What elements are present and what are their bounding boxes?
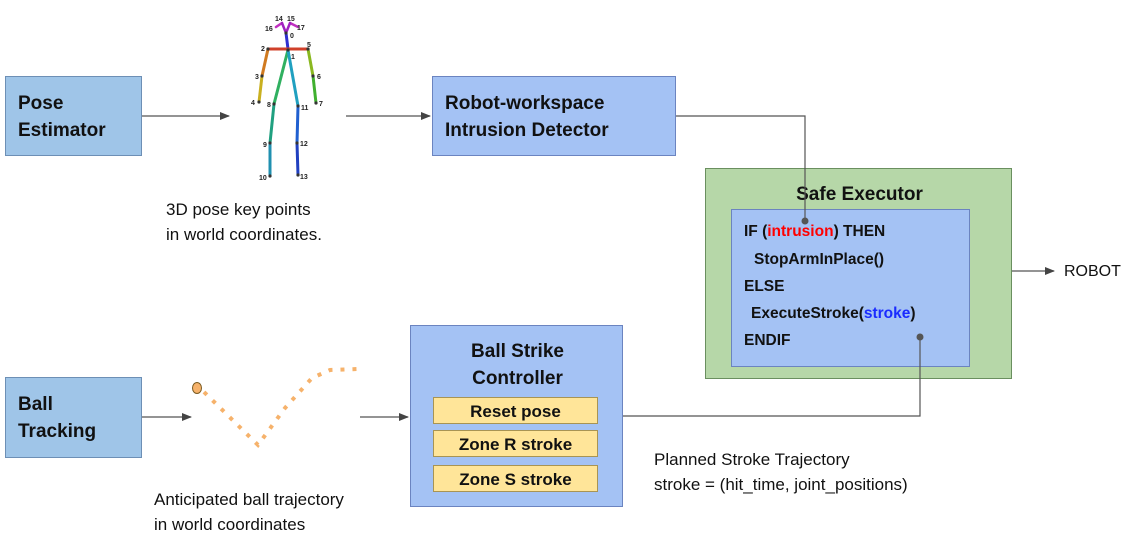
intrusion-detector-box: Robot-workspace Intrusion Detector bbox=[432, 76, 676, 156]
safe-executor-code-box: IF (intrusion) THEN StopArmInPlace() ELS… bbox=[731, 209, 970, 367]
pose-caption: 3D pose key points in world coordinates. bbox=[166, 197, 322, 247]
ball-strike-controller-box: Ball Strike Controller Reset pose Zone R… bbox=[410, 325, 623, 507]
reset-pose-item: Reset pose bbox=[433, 397, 598, 424]
kp-label-9: 9 bbox=[263, 142, 267, 149]
kp-label-0: 0 bbox=[290, 33, 294, 40]
kp-label-10: 10 bbox=[259, 175, 267, 182]
connector-controller-to-executor bbox=[623, 338, 921, 417]
intrusion-detector-line2: Intrusion Detector bbox=[445, 120, 609, 141]
kp-label-15: 15 bbox=[287, 16, 295, 23]
code-endif-keyword: ENDIF bbox=[744, 332, 791, 349]
kp-label-5: 5 bbox=[307, 42, 311, 49]
code-line-endif: ENDIF bbox=[744, 332, 791, 350]
code-line-else: ELSE bbox=[744, 278, 784, 296]
ball-caption: Anticipated ball trajectory in world coo… bbox=[154, 487, 344, 537]
intrusion-detector-line1: Robot-workspace bbox=[445, 93, 605, 114]
kp-label-2: 2 bbox=[261, 46, 265, 53]
connector-detector-to-executor bbox=[676, 115, 806, 220]
pose-estimator-line2: Estimator bbox=[18, 120, 106, 141]
ball-strike-title1: Ball Strike bbox=[471, 341, 564, 362]
pose-caption-line2: in world coordinates. bbox=[166, 225, 322, 244]
connector-dot-stroke bbox=[916, 333, 924, 341]
pose-estimator-line1: Pose bbox=[18, 93, 64, 114]
ball-icon bbox=[192, 382, 202, 394]
safe-executor-box: Safe Executor IF (intrusion) THEN StopAr… bbox=[705, 168, 1012, 379]
code-line-stop: StopArmInPlace() bbox=[754, 251, 884, 269]
stop-arm-call: StopArmInPlace() bbox=[754, 251, 885, 268]
ball-tracking-line1: Ball bbox=[18, 394, 53, 415]
stroke-variable: stroke bbox=[863, 305, 911, 322]
code-else-keyword: ELSE bbox=[744, 278, 785, 295]
intrusion-variable: intrusion bbox=[767, 223, 834, 240]
ball-strike-title2: Controller bbox=[472, 368, 563, 389]
ball-tracking-box: Ball Tracking bbox=[5, 377, 142, 458]
code-line-execute: ExecuteStroke(stroke) bbox=[751, 305, 916, 323]
robot-label: ROBOT bbox=[1064, 263, 1121, 280]
kp-label-14: 14 bbox=[275, 16, 283, 23]
pose-skeleton bbox=[257, 21, 318, 178]
stroke-caption: Planned Stroke Trajectory stroke = (hit_… bbox=[654, 447, 908, 497]
kp-label-11: 11 bbox=[301, 105, 309, 112]
kp-label-4: 4 bbox=[251, 100, 255, 107]
kp-label-17: 17 bbox=[297, 25, 305, 32]
zone-s-stroke-item: Zone S stroke bbox=[433, 465, 598, 492]
code-if-keyword: IF ( bbox=[744, 223, 768, 240]
ball-caption-line1: Anticipated ball trajectory bbox=[154, 490, 344, 509]
pose-estimator-box: Pose Estimator bbox=[5, 76, 142, 156]
connector-dot-intrusion bbox=[801, 217, 809, 225]
zone-r-stroke-item: Zone R stroke bbox=[433, 430, 598, 457]
execute-stroke-close: ) bbox=[910, 305, 916, 322]
stroke-caption-line1: Planned Stroke Trajectory bbox=[654, 450, 850, 469]
execute-stroke-call: ExecuteStroke( bbox=[751, 305, 864, 322]
code-then-keyword: ) THEN bbox=[833, 223, 886, 240]
kp-label-1: 1 bbox=[291, 54, 295, 61]
kp-label-16: 16 bbox=[265, 26, 273, 33]
kp-label-8: 8 bbox=[267, 102, 271, 109]
keypoint-labels: 0 1 2 3 4 5 6 7 8 9 10 11 12 13 14 15 16… bbox=[251, 16, 323, 182]
kp-label-6: 6 bbox=[317, 74, 321, 81]
ball-caption-line2: in world coordinates bbox=[154, 515, 306, 534]
kp-label-12: 12 bbox=[300, 141, 308, 148]
kp-label-3: 3 bbox=[255, 74, 259, 81]
stroke-caption-line2: stroke = (hit_time, joint_positions) bbox=[654, 475, 908, 494]
ball-tracking-line2: Tracking bbox=[18, 421, 97, 442]
code-line-if: IF (intrusion) THEN bbox=[744, 223, 885, 241]
pose-caption-line1: 3D pose key points bbox=[166, 200, 311, 219]
safe-executor-title: Safe Executor bbox=[796, 184, 923, 205]
kp-label-7: 7 bbox=[319, 101, 323, 108]
kp-label-13: 13 bbox=[300, 174, 308, 181]
ball-trajectory-path bbox=[202, 367, 359, 449]
